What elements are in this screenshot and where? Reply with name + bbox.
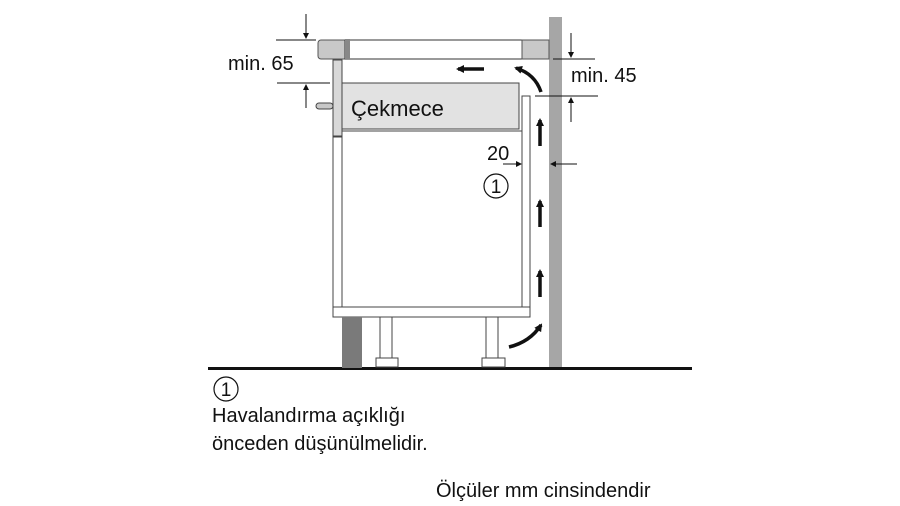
cooktop bbox=[317, 39, 550, 60]
leg bbox=[375, 316, 506, 368]
min-65-label: min. 65 bbox=[228, 53, 294, 75]
legend-marker-circle bbox=[213, 376, 239, 402]
dimension-min-65 bbox=[276, 14, 330, 108]
legend-marker-number: 1 bbox=[221, 380, 232, 401]
callout-circle bbox=[483, 173, 509, 199]
dimension-min-45 bbox=[535, 33, 598, 122]
min-45-label: min. 45 bbox=[571, 65, 637, 87]
cabinet bbox=[315, 59, 531, 318]
plinth bbox=[342, 317, 362, 368]
drawer bbox=[341, 82, 520, 130]
units-note: Ölçüler mm cinsindendir bbox=[436, 480, 651, 502]
gap-20-label: 20 bbox=[487, 143, 509, 165]
callout-number: 1 bbox=[491, 177, 502, 198]
curved-arrow-icon bbox=[514, 65, 543, 93]
drawer-label: Çekmece bbox=[351, 96, 444, 121]
airflow-arrows bbox=[456, 65, 544, 349]
legend-line-1: Havalandırma açıklığı bbox=[212, 405, 405, 427]
legend-line-2: önceden düşünülmelidir. bbox=[212, 433, 428, 455]
floor-line bbox=[208, 367, 692, 370]
drawer-handle bbox=[315, 102, 334, 110]
wall bbox=[549, 17, 562, 368]
curved-arrow-icon bbox=[508, 323, 543, 349]
